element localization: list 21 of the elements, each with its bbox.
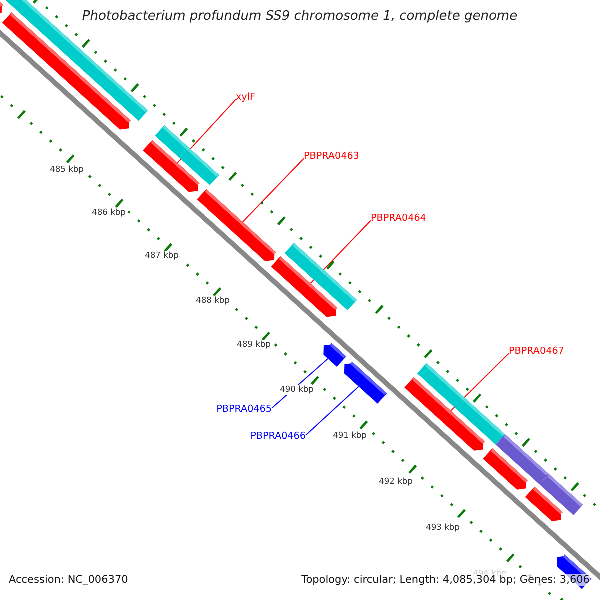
gene-feature xyxy=(271,256,338,318)
leader-line xyxy=(306,386,360,436)
scale-label: 491 kbp xyxy=(333,431,367,441)
gene-label: PBPRA0467 xyxy=(509,346,564,358)
accession-text: Accession: NC_006370 xyxy=(9,574,128,586)
gene-label: PBPRA0464 xyxy=(371,213,426,224)
gene-feature xyxy=(344,362,388,404)
gene-label: PBPRA0466 xyxy=(250,431,306,442)
gene-feature xyxy=(324,342,346,367)
gene-label: PBPRA0463 xyxy=(304,151,360,162)
gene-feature xyxy=(404,377,486,451)
scale-label: 485 kbp xyxy=(50,165,84,175)
gene-label: xylF xyxy=(236,92,256,104)
leader-line xyxy=(242,158,304,223)
map-title: Photobacterium profundum SS9 chromosome 1, complete genome xyxy=(81,10,519,25)
gene-label: PBPRA0465 xyxy=(216,404,272,416)
gene-feature xyxy=(143,140,200,192)
scale-label: 488 kbp xyxy=(196,296,230,306)
scale-label: 490 kbp xyxy=(280,385,314,395)
gene-feature xyxy=(197,189,276,262)
scale-label: 493 kbp xyxy=(426,523,460,533)
